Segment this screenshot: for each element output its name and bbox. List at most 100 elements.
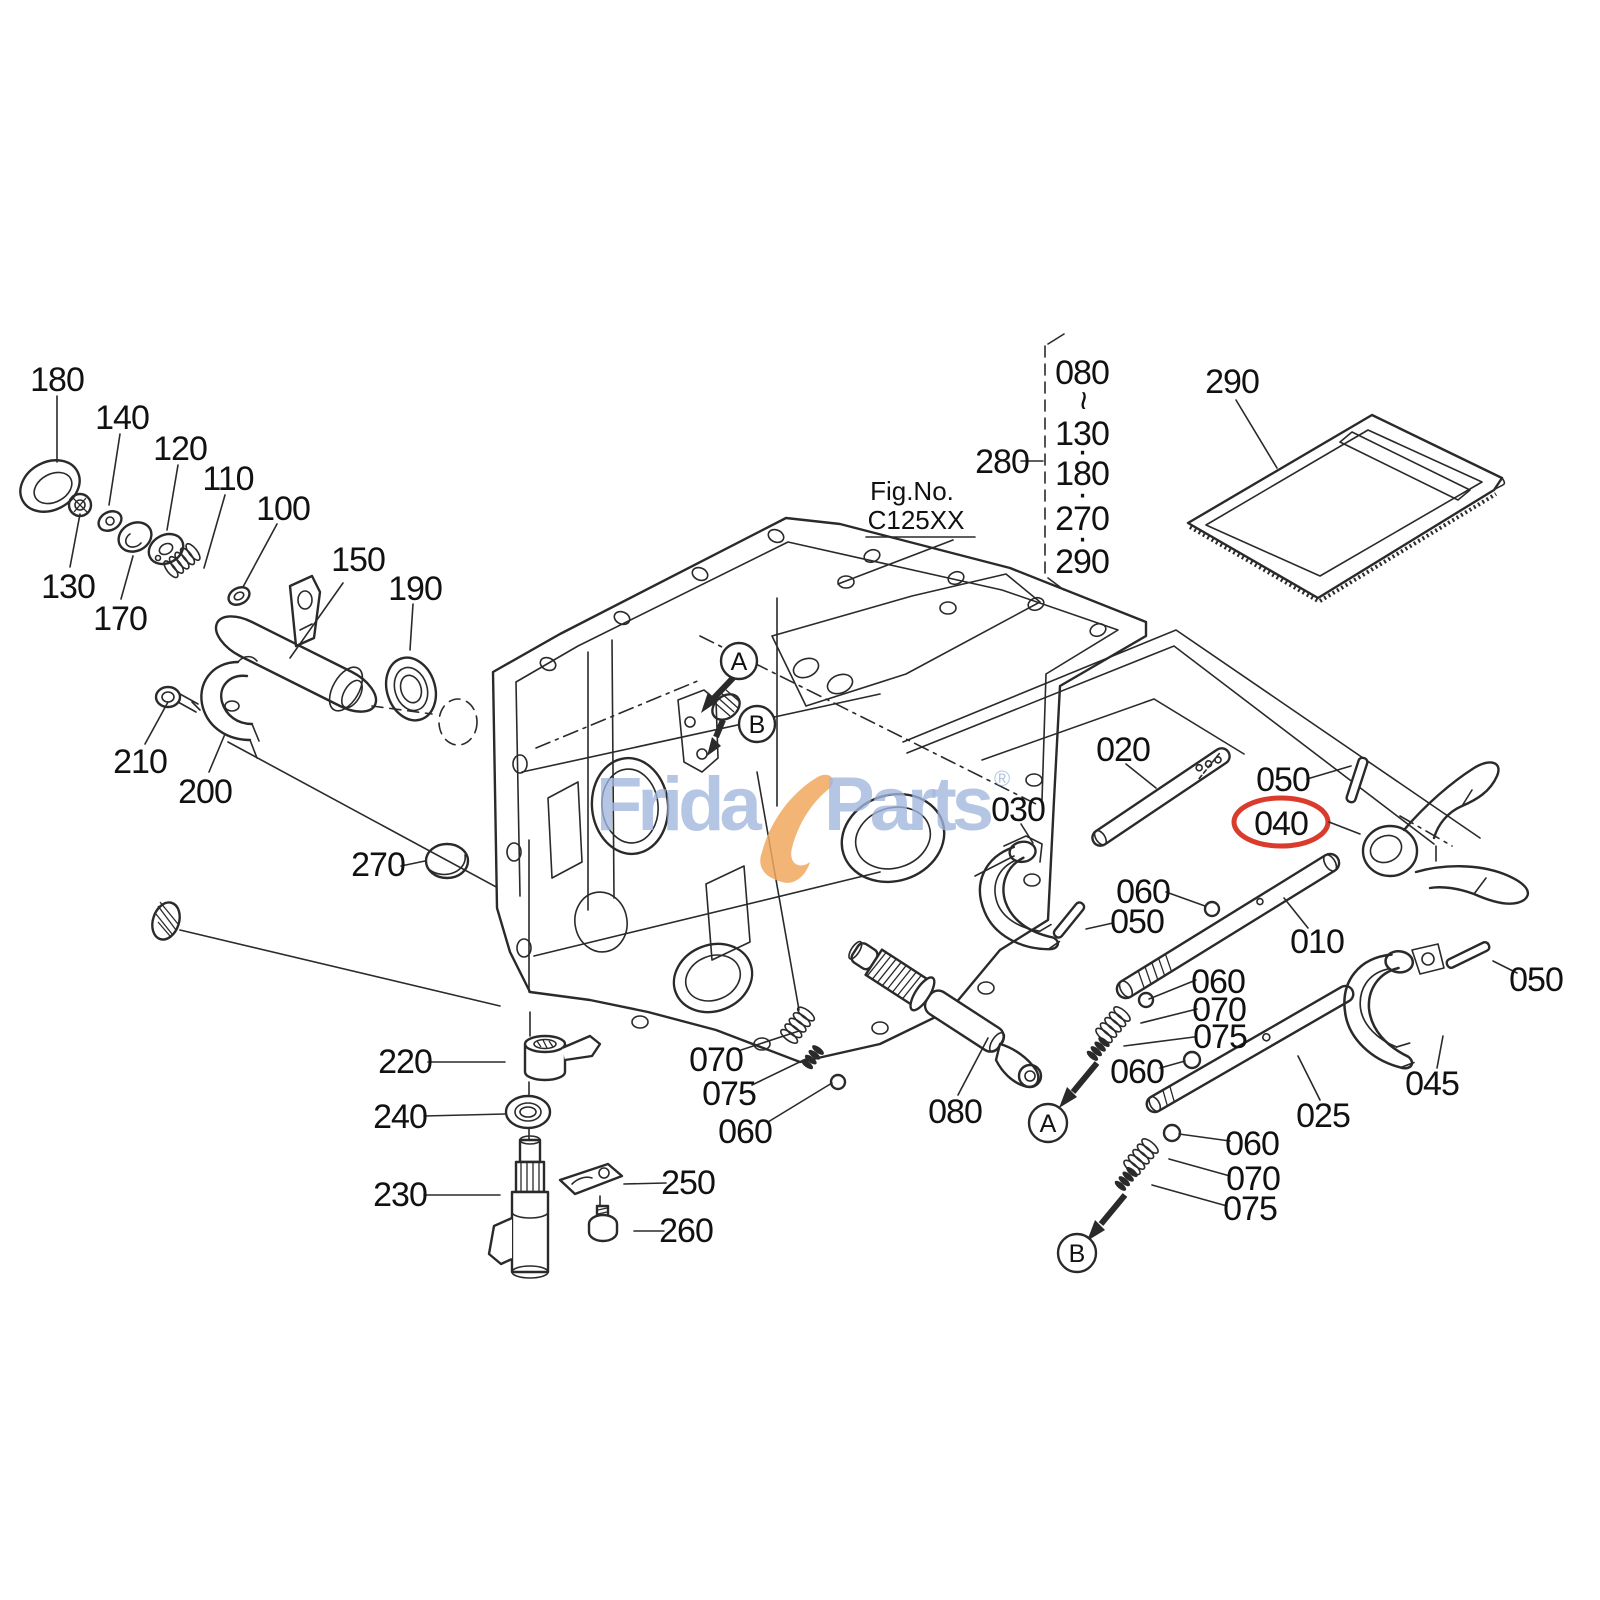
part-210-bolt bbox=[154, 685, 201, 713]
label-180: 180 bbox=[30, 361, 84, 399]
group-280-item: · bbox=[1077, 432, 1087, 470]
part-050-pin bbox=[1445, 941, 1491, 969]
assembly-axis-line bbox=[179, 929, 501, 1007]
group-280-item: · bbox=[1077, 475, 1087, 513]
label-080: 080 bbox=[928, 1093, 982, 1131]
watermark-registered-mark: ® bbox=[994, 766, 1010, 791]
part-020-shift-rod bbox=[1091, 747, 1231, 847]
view-arrow-b bbox=[707, 718, 726, 756]
label-025: 025 bbox=[1296, 1097, 1350, 1135]
group-280: 280 080 ~ 130 · 180 · 270 · 290 bbox=[975, 333, 1110, 591]
group-280-item: 130 bbox=[1055, 415, 1109, 453]
label-020: 020 bbox=[1096, 731, 1150, 769]
label-050: 050 bbox=[1256, 761, 1310, 799]
marker-a-letter: A bbox=[1040, 1110, 1057, 1138]
label-120: 120 bbox=[153, 430, 207, 468]
label-050: 050 bbox=[1509, 961, 1563, 999]
part-060-ball bbox=[1203, 900, 1221, 918]
label-070: 070 bbox=[1192, 991, 1246, 1029]
section-pointer-line bbox=[902, 629, 1481, 839]
part-060-ball bbox=[1182, 1050, 1202, 1070]
fig-no-leader bbox=[837, 536, 976, 585]
assembly-dash-line bbox=[371, 705, 433, 715]
hidden-bore-outline bbox=[438, 698, 478, 746]
label-110: 110 bbox=[202, 460, 253, 498]
label-100: 100 bbox=[256, 490, 310, 528]
assembly-center-line bbox=[528, 1011, 601, 1207]
label-060: 060 bbox=[1116, 873, 1170, 911]
part-200-fork bbox=[200, 655, 260, 759]
label-060: 060 bbox=[718, 1113, 772, 1151]
label-200: 200 bbox=[178, 773, 232, 811]
part-060-ball bbox=[1137, 991, 1155, 1009]
part-140-washer bbox=[97, 510, 123, 532]
part-025-shift-rod bbox=[1145, 984, 1355, 1114]
part-050-pin bbox=[1052, 901, 1086, 939]
label-190: 190 bbox=[388, 570, 442, 608]
group-280-item: ~ bbox=[1064, 391, 1102, 410]
marker-a-letter: A bbox=[731, 648, 748, 676]
part-250-plate bbox=[558, 1162, 624, 1196]
label-260: 260 bbox=[659, 1212, 713, 1250]
group-280-item: 290 bbox=[1055, 543, 1109, 581]
part-170-snap-ring bbox=[117, 521, 153, 553]
install-arrow-to-b bbox=[1087, 1193, 1128, 1241]
part-220-collar bbox=[523, 1034, 602, 1082]
watermark-text-left: Frida bbox=[596, 762, 763, 847]
part-290-gasket bbox=[1186, 413, 1506, 603]
assembly-axis-line bbox=[227, 741, 525, 903]
label-050: 050 bbox=[1110, 903, 1164, 941]
watermark-text-right: Parts bbox=[824, 762, 992, 847]
group-280-item: 080 bbox=[1055, 354, 1109, 392]
marker-b-letter: B bbox=[1069, 1240, 1086, 1268]
section-pointer-line bbox=[981, 698, 1245, 761]
label-290: 290 bbox=[1205, 363, 1259, 401]
group-280-item: 270 bbox=[1055, 500, 1109, 538]
part-labels: 180 140 120 110 100 130 170 150 190 210 … bbox=[30, 361, 1564, 1250]
label-210: 210 bbox=[113, 743, 167, 781]
part-080-shaft bbox=[848, 940, 1043, 1089]
label-250: 250 bbox=[661, 1164, 715, 1202]
part-050-pin bbox=[1345, 756, 1369, 804]
section-pointer-line bbox=[906, 645, 1435, 845]
label-030: 030 bbox=[991, 791, 1045, 829]
part-075-spring bbox=[1085, 1035, 1112, 1063]
detent-axis-line bbox=[756, 771, 800, 1011]
part-120-washer bbox=[147, 532, 185, 566]
label-150: 150 bbox=[331, 541, 385, 579]
part-060-ball bbox=[829, 1073, 847, 1091]
label-140: 140 bbox=[95, 399, 149, 437]
label-230: 230 bbox=[373, 1176, 427, 1214]
label-240: 240 bbox=[373, 1098, 427, 1136]
label-170: 170 bbox=[93, 600, 147, 638]
label-070: 070 bbox=[1226, 1160, 1280, 1198]
part-075-spring bbox=[1113, 1165, 1140, 1193]
housing-hatched-boss bbox=[151, 901, 181, 941]
highlight-circle-040 bbox=[1231, 795, 1331, 849]
leader-lines bbox=[56, 395, 1518, 1232]
group-280-bracket-ends bbox=[1047, 333, 1065, 591]
part-190-seal bbox=[384, 656, 438, 722]
part-180-ring bbox=[19, 459, 81, 513]
label-010: 010 bbox=[1290, 923, 1344, 961]
label-220: 220 bbox=[378, 1043, 432, 1081]
watermark-check-icon bbox=[760, 774, 833, 883]
label-075: 075 bbox=[702, 1075, 756, 1113]
part-130-nut bbox=[67, 492, 93, 518]
label-270: 270 bbox=[351, 846, 405, 884]
view-marker-b: B bbox=[737, 704, 777, 744]
part-060-ball bbox=[1162, 1123, 1182, 1143]
label-060: 060 bbox=[1110, 1053, 1164, 1091]
figure-number: Fig.No. C125XX bbox=[837, 476, 976, 585]
label-045: 045 bbox=[1405, 1065, 1459, 1103]
label-070: 070 bbox=[689, 1041, 743, 1079]
part-010-shift-rod bbox=[1115, 852, 1341, 1000]
part-150-cylinder bbox=[214, 574, 378, 713]
detent-boss bbox=[677, 689, 741, 773]
part-045-fork bbox=[1336, 943, 1445, 1071]
watermark: Frida Parts ® bbox=[596, 762, 1010, 883]
part-110-spring bbox=[160, 540, 204, 581]
view-marker-a: A bbox=[719, 641, 759, 681]
